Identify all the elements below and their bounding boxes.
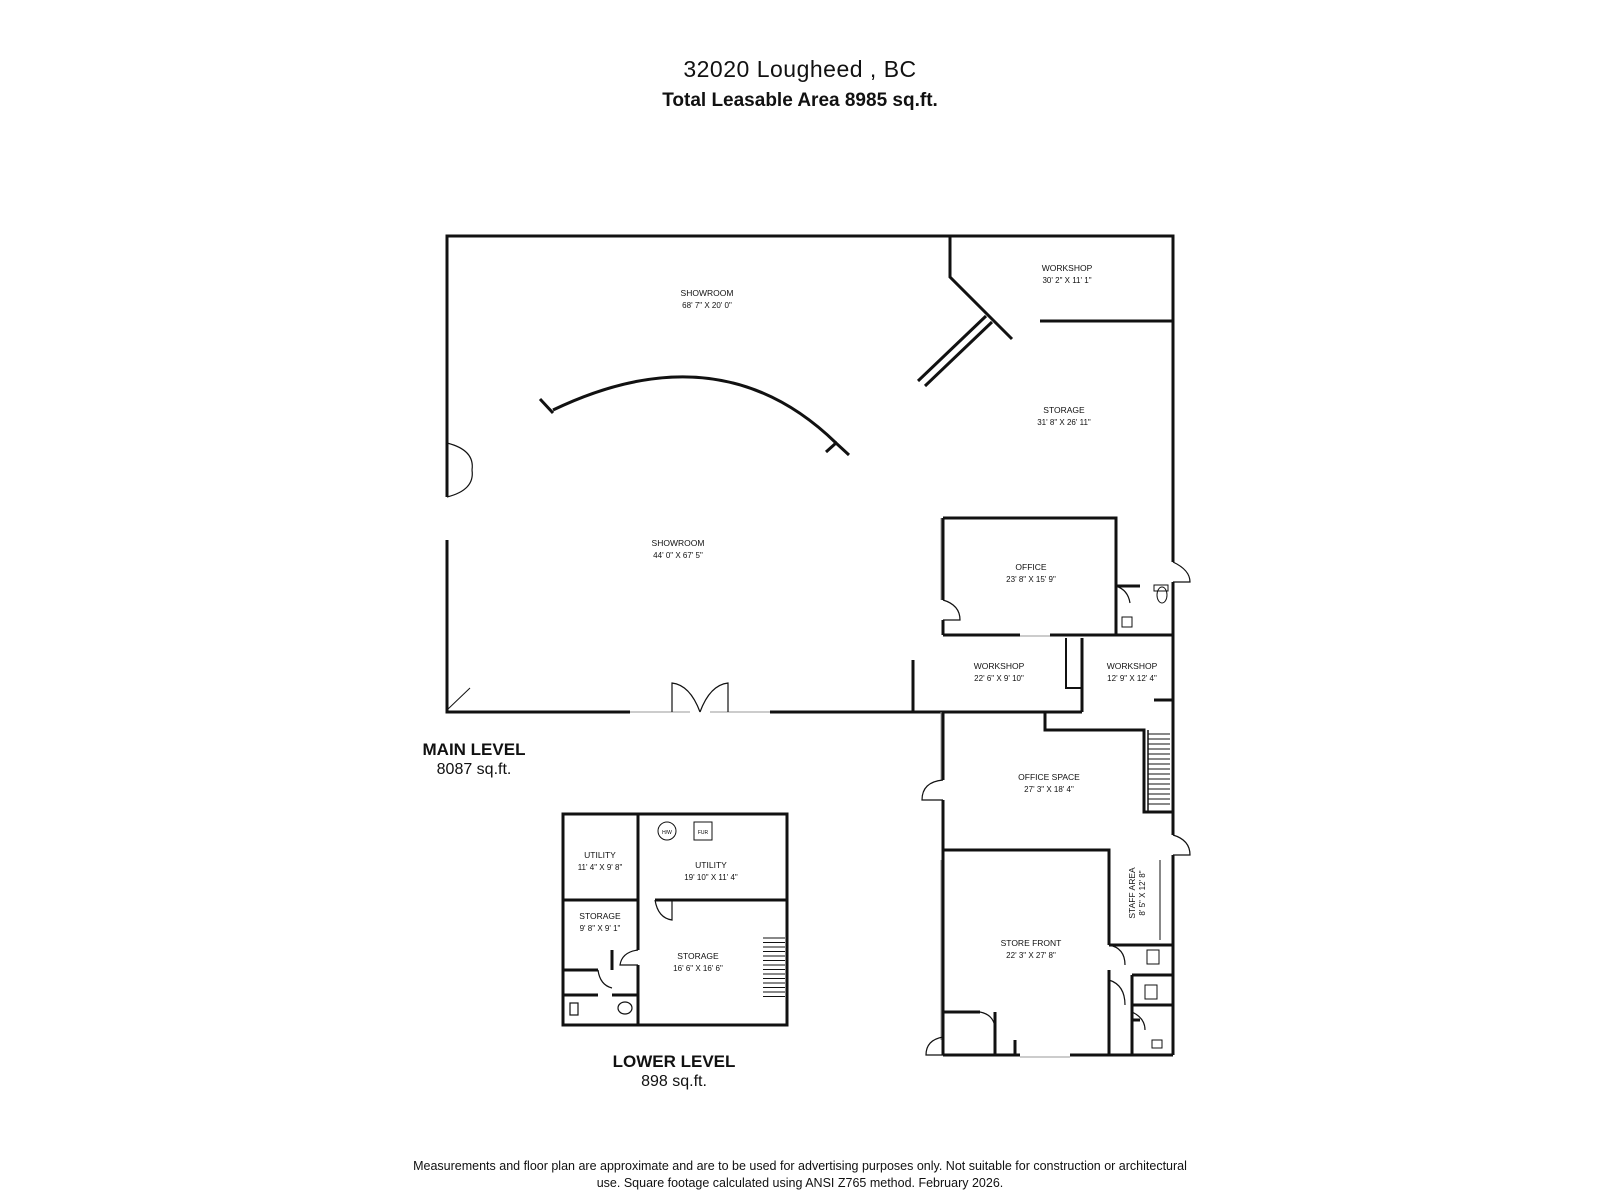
lower-fixtures: H/W FUR [657,821,713,841]
room-utility-large-name: UTILITY [695,860,727,870]
room-workshop-small-name: WORKSHOP [1107,661,1158,671]
disclaimer: Measurements and floor plan are approxim… [300,1158,1300,1192]
room-store-front-name: STORE FRONT [1001,938,1062,948]
room-workshop-mid-dims: 22' 6" X 9' 10" [974,674,1024,683]
room-workshop-small-dims: 12' 9" X 12' 4" [1107,674,1157,683]
main-level-area: 8087 sq.ft. [436,761,512,778]
main-fixtures [446,584,1169,1049]
room-staff-area-dims: 8' 5" X 12' 8" [1138,870,1147,915]
room-storage-large-name: STORAGE [677,951,719,961]
lower-stairs [763,937,785,997]
room-utility-small-name: UTILITY [584,850,616,860]
room-office-name: OFFICE [1015,562,1046,572]
windows [630,518,1070,1058]
room-storage-dims: 31' 8" X 26' 11" [1037,418,1091,427]
water-heater-icon [657,821,677,841]
water-heater-label: H/W [662,830,672,836]
furnace-label: FUR [698,830,709,836]
lower-level-area: 898 sq.ft. [641,1073,707,1090]
disclaimer-line-1: Measurements and floor plan are approxim… [413,1159,1187,1173]
room-showroom-top-name: SHOWROOM [681,288,734,298]
doors [446,442,1191,1056]
property-address: 32020 Lougheed , BC [683,56,917,82]
room-store-front-dims: 22' 3" X 27' 8" [1006,951,1056,960]
room-workshop-top-dims: 30' 2" X 11' 1" [1042,276,1091,285]
lower-level-title: LOWER LEVEL [612,1052,736,1071]
room-showroom-main-name: SHOWROOM [652,538,705,548]
disclaimer-line-2: use. Square footage calculated using ANS… [596,1176,1004,1190]
main-level-walls [445,234,1175,1057]
room-showroom-main-dims: 44' 0" X 67' 5" [653,551,703,560]
furnace-icon [693,821,713,841]
room-staff-area-name: STAFF AREA [1127,867,1137,919]
room-storage-small-name: STORAGE [579,911,621,921]
lower-doors [569,899,673,1016]
lower-level-walls [561,812,789,1027]
room-storage-name: STORAGE [1043,405,1085,415]
room-office-space-dims: 27' 3" X 18' 4" [1024,785,1074,794]
room-workshop-mid-name: WORKSHOP [974,661,1025,671]
room-office-dims: 23' 8" X 15' 9" [1006,575,1056,584]
room-workshop-top-name: WORKSHOP [1042,263,1093,273]
room-showroom-top-dims: 68' 7" X 20' 0" [682,301,732,310]
room-storage-small-dims: 9' 8" X 9' 1" [580,924,621,933]
room-utility-small-dims: 11' 4" X 9' 8" [578,863,623,872]
main-stairs [1148,733,1170,805]
total-leasable-area: Total Leasable Area 8985 sq.ft. [662,90,938,111]
room-office-space-name: OFFICE SPACE [1018,772,1080,782]
room-utility-large-dims: 19' 10" X 11' 4" [684,873,738,882]
main-level-title: MAIN LEVEL [422,740,526,759]
room-labels: SHOWROOM 68' 7" X 20' 0" WORKSHOP 30' 2"… [578,263,1158,973]
room-storage-large-dims: 16' 6" X 16' 6" [673,964,723,973]
